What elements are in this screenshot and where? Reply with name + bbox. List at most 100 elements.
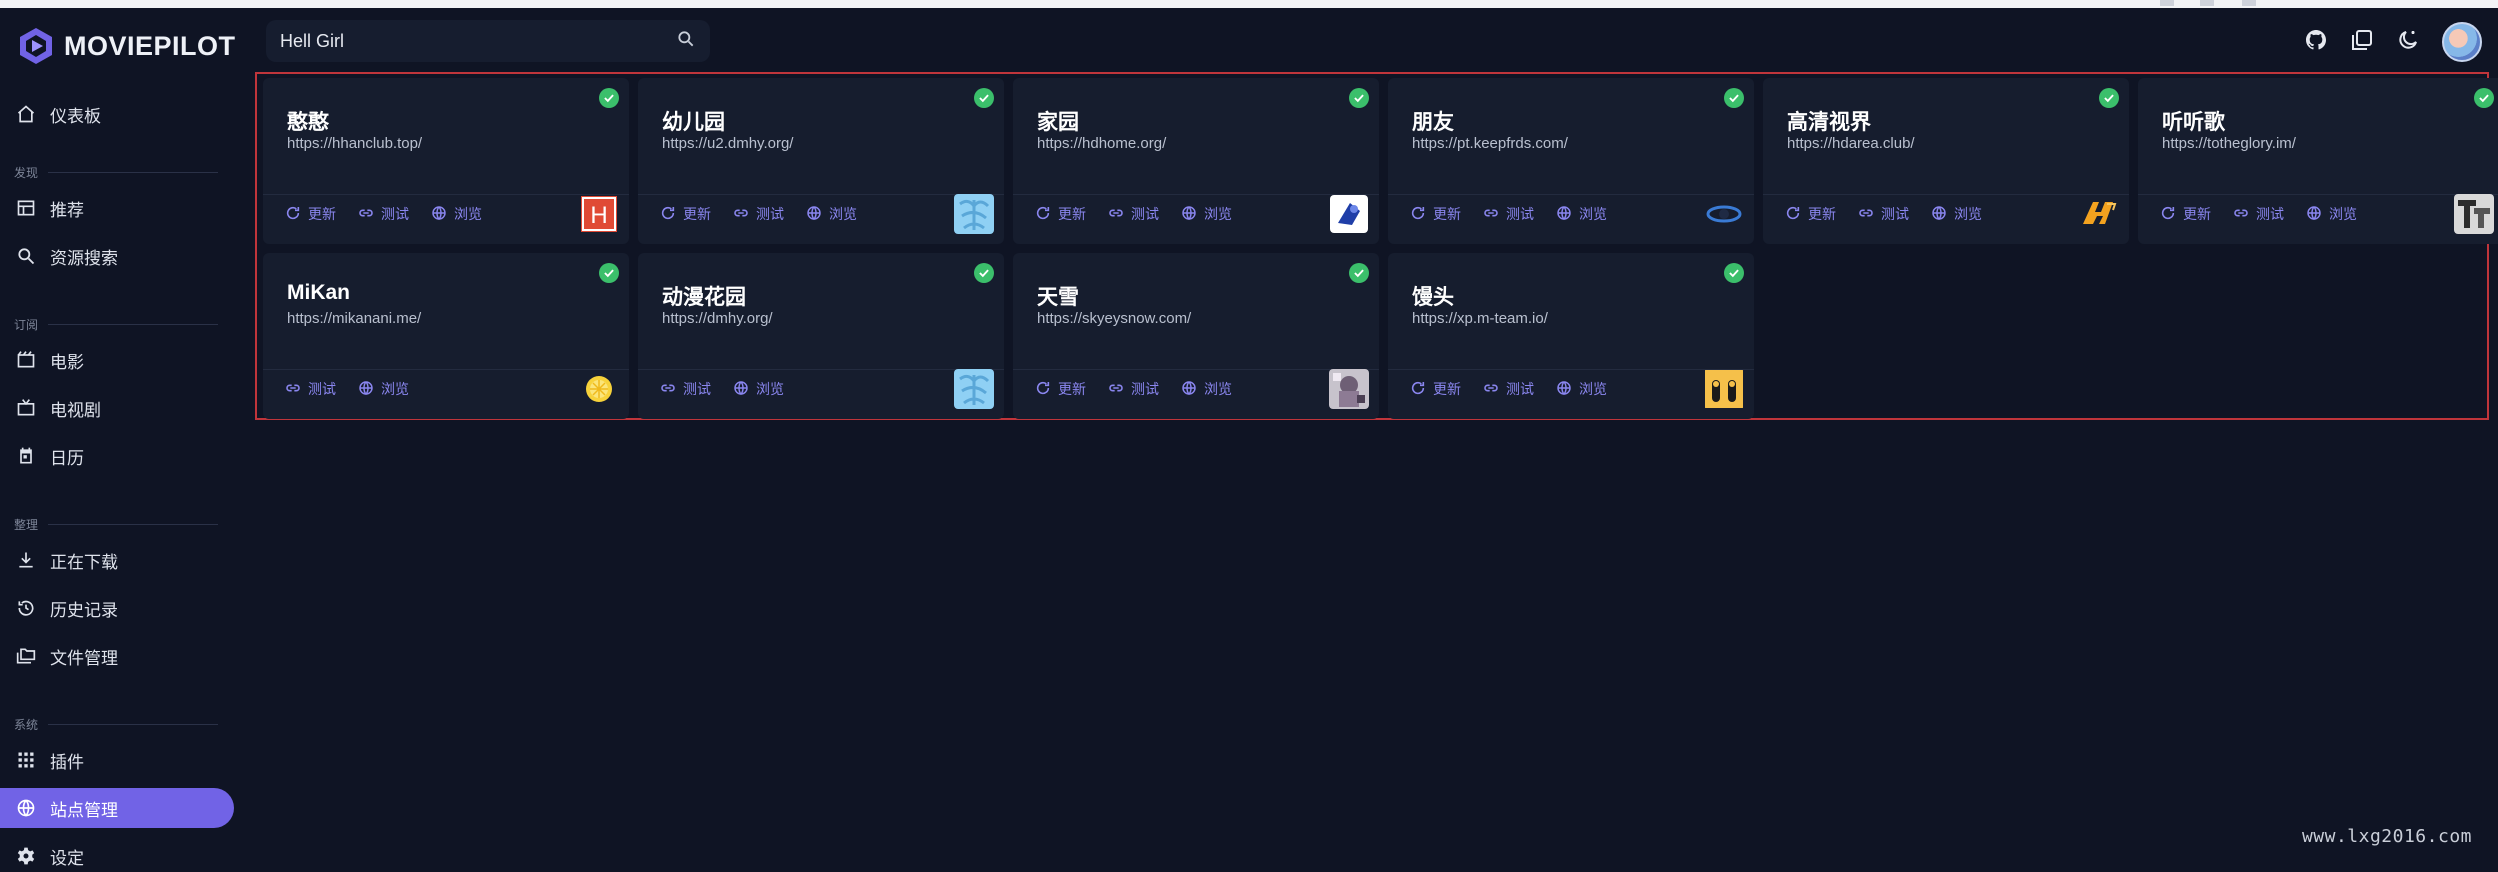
test-button[interactable]: 测试 xyxy=(1483,379,1534,399)
search-box[interactable]: Hell Girl xyxy=(266,20,710,62)
refresh-button[interactable]: 更新 xyxy=(1785,204,1836,224)
nav-sites[interactable]: 站点管理 xyxy=(0,788,234,828)
test-label: 测试 xyxy=(1131,381,1159,397)
browse-button[interactable]: 浏览 xyxy=(733,379,784,399)
nav-history[interactable]: 历史记录 xyxy=(0,588,234,628)
globe-icon xyxy=(1181,380,1197,399)
card-actions: 更新 测试 浏览 xyxy=(1410,204,1607,224)
site-url: https://dmhy.org/ xyxy=(662,310,773,327)
copy-window-icon[interactable] xyxy=(2350,28,2374,57)
test-button[interactable]: 测试 xyxy=(1483,204,1534,224)
site-card[interactable]: 动漫花园 https://dmhy.org/ 测试浏览 xyxy=(638,253,1004,419)
site-card[interactable]: 高清视界 https://hdarea.club/ 更新测试浏览 xyxy=(1763,78,2129,244)
browse-button[interactable]: 浏览 xyxy=(1181,204,1232,224)
apps-grid-icon xyxy=(16,750,36,770)
link-icon xyxy=(1108,205,1124,224)
browse-button[interactable]: 浏览 xyxy=(2306,204,2357,224)
site-card[interactable]: 憨憨 https://hhanclub.top/ 更新测试浏览 H xyxy=(263,78,629,244)
refresh-button[interactable]: 更新 xyxy=(2160,204,2211,224)
site-url: https://xp.m-team.io/ xyxy=(1412,310,1548,327)
test-button[interactable]: 测试 xyxy=(358,204,409,224)
gear-icon xyxy=(16,846,36,866)
card-divider xyxy=(638,369,1004,370)
nav-search[interactable]: 资源搜索 xyxy=(0,236,234,276)
refresh-button[interactable]: 更新 xyxy=(1035,204,1086,224)
app-logo[interactable]: MOVIEPILOT xyxy=(16,26,236,66)
nav-downloading[interactable]: 正在下载 xyxy=(0,540,234,580)
site-grid: 憨憨 https://hhanclub.top/ 更新测试浏览 H 幼儿园 ht… xyxy=(255,72,2498,420)
browse-label: 浏览 xyxy=(1579,381,1607,397)
search-input[interactable]: Hell Girl xyxy=(280,30,345,51)
nav-plugins[interactable]: 插件 xyxy=(0,740,234,780)
browse-label: 浏览 xyxy=(1579,206,1607,222)
browse-button[interactable]: 浏览 xyxy=(806,204,857,224)
refresh-button[interactable]: 更新 xyxy=(285,204,336,224)
globe-icon xyxy=(431,205,447,224)
refresh-icon xyxy=(1785,205,1801,224)
refresh-button[interactable]: 更新 xyxy=(1410,204,1461,224)
nav-movie[interactable]: 电影 xyxy=(0,340,234,380)
refresh-button[interactable]: 更新 xyxy=(1035,379,1086,399)
card-divider xyxy=(2138,194,2498,195)
refresh-label: 更新 xyxy=(1058,381,1086,397)
browse-button[interactable]: 浏览 xyxy=(358,379,409,399)
site-card[interactable]: 天雪 https://skyeysnow.com/ 更新测试浏览 xyxy=(1013,253,1379,419)
site-card[interactable]: 朋友 https://pt.keepfrds.com/ 更新测试浏览 xyxy=(1388,78,1754,244)
nav-tv[interactable]: 电视剧 xyxy=(0,388,234,428)
link-icon xyxy=(1858,205,1874,224)
nav-calendar[interactable]: 日历 xyxy=(0,436,234,476)
nav-files[interactable]: 文件管理 xyxy=(0,636,234,676)
card-actions: 更新 测试 浏览 xyxy=(1410,379,1607,399)
test-button[interactable]: 测试 xyxy=(733,204,784,224)
browse-button[interactable]: 浏览 xyxy=(431,204,482,224)
nav-settings-label: 设定 xyxy=(50,848,84,868)
test-label: 测试 xyxy=(1881,206,1909,222)
site-name: 天雪 xyxy=(1037,286,1079,309)
site-name: 朋友 xyxy=(1412,111,1454,134)
browse-button[interactable]: 浏览 xyxy=(1931,204,1982,224)
card-divider xyxy=(1388,369,1754,370)
mikan-icon xyxy=(579,369,619,409)
keepfrds-icon xyxy=(1704,194,1744,234)
nav-settings[interactable]: 设定 xyxy=(0,836,234,872)
nav-dashboard[interactable]: 仪表板 xyxy=(0,94,234,134)
flower-icon xyxy=(954,194,994,234)
test-button[interactable]: 测试 xyxy=(1108,204,1159,224)
search-icon xyxy=(16,246,36,266)
theme-moon-icon[interactable] xyxy=(2396,28,2420,57)
link-icon xyxy=(660,380,676,399)
browse-button[interactable]: 浏览 xyxy=(1181,379,1232,399)
nav-downloading-label: 正在下载 xyxy=(50,552,118,572)
nav-recommend[interactable]: 推荐 xyxy=(0,188,234,228)
test-button[interactable]: 测试 xyxy=(660,379,711,399)
nav-sites-label: 站点管理 xyxy=(50,800,118,820)
test-button[interactable]: 测试 xyxy=(1108,379,1159,399)
card-actions: 更新 测试 浏览 xyxy=(2160,204,2357,224)
test-button[interactable]: 测试 xyxy=(1858,204,1909,224)
link-icon xyxy=(1108,380,1124,399)
user-avatar[interactable] xyxy=(2442,22,2482,62)
site-card[interactable]: 听听歌 https://totheglory.im/ 更新测试浏览 xyxy=(2138,78,2498,244)
browse-button[interactable]: 浏览 xyxy=(1556,379,1607,399)
refresh-button[interactable]: 更新 xyxy=(1410,379,1461,399)
site-url: https://hdhome.org/ xyxy=(1037,135,1167,152)
github-icon[interactable] xyxy=(2304,28,2328,57)
site-card[interactable]: 家园 https://hdhome.org/ 更新测试浏览 xyxy=(1013,78,1379,244)
card-divider xyxy=(638,194,1004,195)
refresh-icon xyxy=(285,205,301,224)
home-icon xyxy=(16,104,36,124)
refresh-label: 更新 xyxy=(308,206,336,222)
refresh-button[interactable]: 更新 xyxy=(660,204,711,224)
browse-button[interactable]: 浏览 xyxy=(1556,204,1607,224)
browse-label: 浏览 xyxy=(829,206,857,222)
site-url: https://hdarea.club/ xyxy=(1787,135,1915,152)
refresh-label: 更新 xyxy=(1433,206,1461,222)
card-divider xyxy=(1763,194,2129,195)
test-button[interactable]: 测试 xyxy=(285,379,336,399)
site-card[interactable]: MiKan https://mikanani.me/ 测试浏览 xyxy=(263,253,629,419)
site-card[interactable]: 馒头 https://xp.m-team.io/ 更新测试浏览 xyxy=(1388,253,1754,419)
test-button[interactable]: 测试 xyxy=(2233,204,2284,224)
app-name: MOVIEPILOT xyxy=(64,30,236,61)
search-icon[interactable] xyxy=(676,29,696,54)
site-card[interactable]: 幼儿园 https://u2.dmhy.org/ 更新测试浏览 xyxy=(638,78,1004,244)
